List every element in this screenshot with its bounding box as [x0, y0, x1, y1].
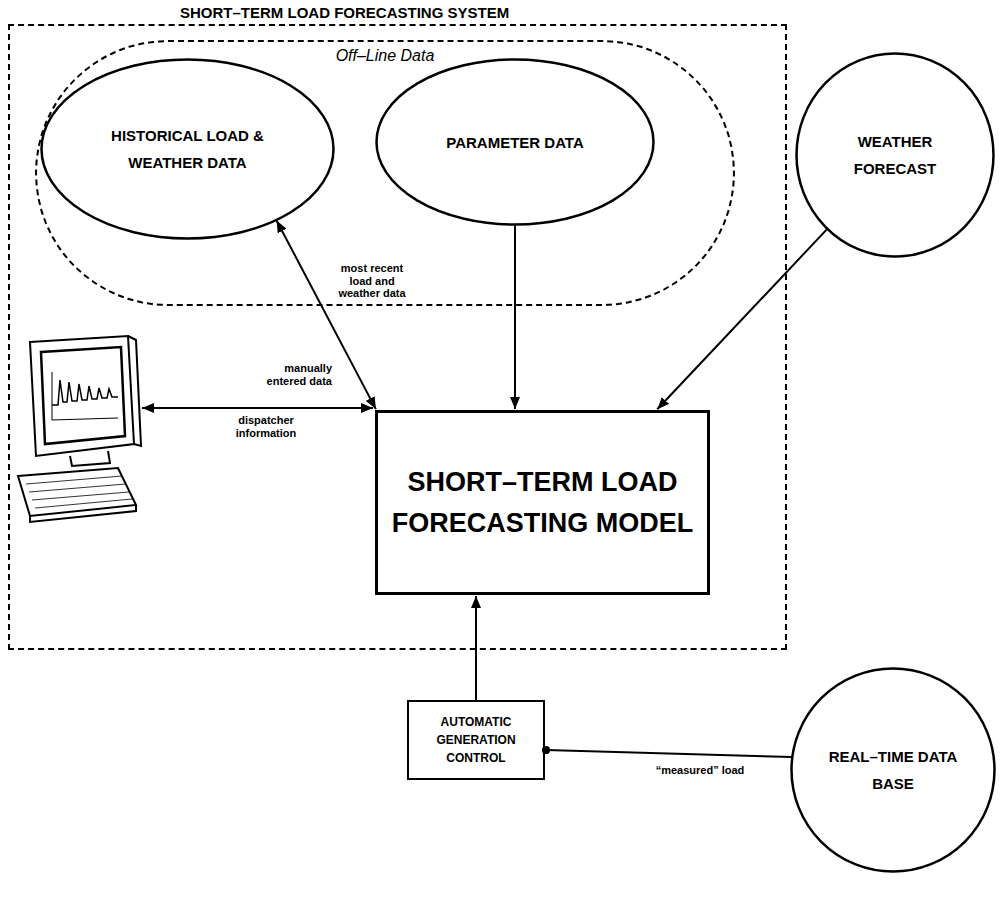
- dispatcher-arrow: [142, 407, 373, 409]
- source-circle: REAL–TIME DATA BASE: [790, 667, 996, 873]
- node-label: SHORT–TERM LOAD FORECASTING MODEL: [388, 462, 698, 543]
- node-label: AUTOMATIC GENERATION CONTROL: [417, 713, 535, 767]
- system-boundary: HISTORICAL LOAD & WEATHER DATA PARAMETER …: [8, 24, 787, 650]
- data-flow-arrow: [546, 750, 792, 757]
- ellipse-outline: [795, 52, 995, 258]
- data-ellipse: HISTORICAL LOAD & WEATHER DATA: [40, 58, 335, 240]
- model-box: SHORT–TERM LOAD FORECASTING MODEL: [375, 410, 710, 595]
- node-label: WEATHER FORECAST: [830, 128, 960, 182]
- ellipse-shape: [792, 669, 995, 872]
- ellipse-shape: [797, 54, 994, 257]
- node-label: REAL–TIME DATA BASE: [823, 743, 963, 797]
- system-title: SHORT–TERM LOAD FORECASTING SYSTEM: [176, 4, 513, 22]
- data-flow-arrow: [475, 596, 477, 700]
- source-circle: WEATHER FORECAST: [795, 52, 995, 258]
- band-title: Off–Line Data: [37, 46, 733, 65]
- control-box: AUTOMATIC GENERATION CONTROL: [407, 700, 545, 780]
- ellipse-shape: [377, 60, 654, 225]
- data-flow-label: dispatcher information: [226, 414, 306, 439]
- data-ellipse: PARAMETER DATA: [375, 58, 655, 226]
- data-flow-arrow: [657, 229, 827, 409]
- ellipse-shape: [42, 60, 334, 239]
- ellipse-outline: [790, 667, 996, 873]
- edge-label: most recent load and weather data: [332, 262, 412, 300]
- data-flow-label: manually entered data: [250, 362, 332, 387]
- node-label: PARAMETER DATA: [435, 129, 595, 156]
- node-label: HISTORICAL LOAD & WEATHER DATA: [85, 122, 290, 176]
- ellipse-outline: [40, 58, 335, 240]
- data-flow-arrow: [514, 225, 516, 409]
- computer-terminal: [18, 336, 141, 522]
- edge-label: “measured” load: [655, 764, 745, 777]
